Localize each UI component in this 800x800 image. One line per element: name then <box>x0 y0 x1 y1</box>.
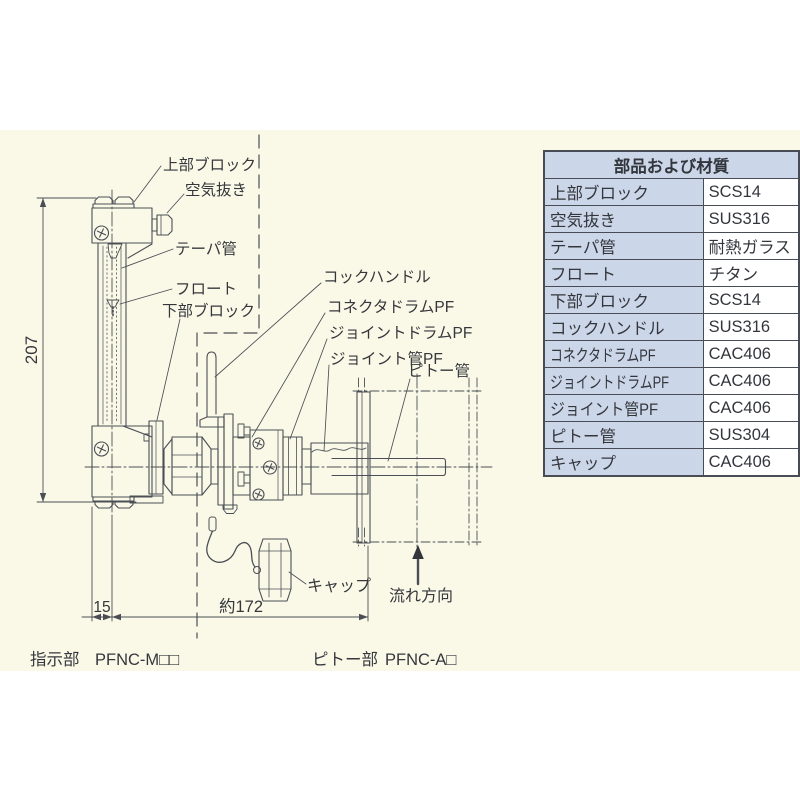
caption-indicator-model: PFNC-M□□ <box>95 651 179 669</box>
caption-pitot-label: ピトー部 <box>312 650 378 669</box>
connector-drum <box>249 429 284 501</box>
label-connector-drum: コネクタドラムPF <box>327 298 454 316</box>
dim-offset-text: 15 <box>93 599 110 616</box>
label-cap: キャップ <box>307 577 371 595</box>
diagram-labels: 上部ブロック 空気抜き テーパ管 フロート 下部ブロック コックハンドル コネク… <box>162 155 472 605</box>
label-air-vent: 空気抜き <box>185 181 247 199</box>
joint-drum <box>282 436 303 496</box>
coupling-nut <box>171 436 203 496</box>
part-material: CAC406 <box>702 367 800 395</box>
cone-adapter <box>163 438 173 495</box>
label-pitot-tube: ピトー管 <box>408 362 470 380</box>
joint-neck <box>301 448 312 485</box>
joint-pipe <box>310 442 369 495</box>
part-material: CAC406 <box>702 394 800 422</box>
upper-block <box>91 207 153 259</box>
cock-assembly <box>143 351 447 544</box>
dimension-texts: 207 15 約172 <box>22 336 263 616</box>
table-row: キャップ CAC406 <box>543 448 800 477</box>
label-taper-tube: テーパ管 <box>175 240 237 258</box>
flow-direction-arrow <box>412 545 424 586</box>
table-header-row: 部品および材質 <box>543 150 800 179</box>
indicator-body <box>91 196 173 509</box>
label-float: フロート <box>175 281 237 298</box>
table-row: フロート チタン <box>543 259 800 287</box>
part-name: フロート <box>543 259 704 287</box>
pipe-phantom <box>352 373 484 552</box>
part-name: キャップ <box>543 448 704 477</box>
label-upper-block: 上部ブロック <box>163 155 256 174</box>
part-name: 空気抜き <box>543 205 704 233</box>
section-boundary-line <box>196 134 260 639</box>
label-lower-block: 下部ブロック <box>162 301 255 320</box>
nut-taper <box>201 436 212 496</box>
part-material: CAC406 <box>702 448 800 477</box>
table-row: テーパ管 耐熱ガラス <box>543 232 800 260</box>
part-material: SUS316 <box>702 205 800 233</box>
chain <box>206 516 261 574</box>
pitot-tube <box>331 457 447 477</box>
lower-plate-bolt <box>222 504 238 514</box>
part-name: 下部ブロック <box>543 286 704 314</box>
table-row: コックハンドル SUS316 <box>543 313 800 341</box>
part-name: 上部ブロック <box>543 178 704 206</box>
part-name: ジョイントドラムPF <box>550 374 670 392</box>
part-material: 耐熱ガラス <box>702 232 800 260</box>
dimension-207 <box>36 197 137 503</box>
label-joint-drum: ジョイントドラムPF <box>329 325 472 342</box>
table-row: ピトー管 SUS304 <box>543 421 800 449</box>
part-material: CAC406 <box>702 340 800 368</box>
dim-height-text: 207 <box>22 336 41 364</box>
cock-handle <box>199 351 225 428</box>
part-name: テーパ管 <box>543 232 704 260</box>
mounting-flange <box>356 391 371 544</box>
label-flow-direction: 流れ方向 <box>389 587 453 605</box>
dim-length-text: 約172 <box>219 597 263 616</box>
table-row: 空気抜き SUS316 <box>543 205 800 233</box>
part-material: チタン <box>702 259 800 287</box>
label-joint-pipe: ジョイント管PF <box>330 350 443 368</box>
cap <box>258 538 292 602</box>
table-row: コネクタドラムPF CAC406 <box>543 340 800 368</box>
bracket-plate <box>143 420 164 495</box>
part-material: SUS316 <box>702 313 800 341</box>
caption-indicator-label: 指示部 <box>30 650 80 669</box>
label-cock-handle: コックハンドル <box>323 268 431 286</box>
air-vent <box>151 214 173 236</box>
bottom-captions: 指示部 PFNC-M□□ ピトー部 PFNC-A□ <box>30 650 456 669</box>
part-material: SCS14 <box>702 286 800 314</box>
table-row: 上部ブロック SCS14 <box>543 178 800 206</box>
table-title: 部品および材質 <box>543 150 800 179</box>
dimension-bottom <box>81 506 369 622</box>
part-name: コックハンドル <box>543 313 704 341</box>
part-name: ピトー管 <box>543 421 704 449</box>
caption-pitot-model: PFNC-A□ <box>385 651 456 669</box>
float <box>106 299 120 318</box>
taper-tube-column <box>97 242 127 427</box>
part-name: ジョイント管PF <box>550 401 659 419</box>
part-material: SCS14 <box>702 178 800 206</box>
parts-material-table: 部品および材質 上部ブロック SCS14 空気抜き SUS316 テーパ管 耐熱… <box>543 150 800 477</box>
stem-bolts <box>237 423 251 487</box>
part-material: SUS304 <box>702 421 800 449</box>
spacer <box>210 448 219 485</box>
leader-lines <box>119 165 411 585</box>
valve-plates <box>217 413 234 510</box>
table-row: ジョイント管PF CAC406 <box>543 394 800 422</box>
table-row: 下部ブロック SCS14 <box>543 286 800 314</box>
part-name: コネクタドラムPF <box>550 347 656 365</box>
table-row: ジョイントドラムPF CAC406 <box>543 367 800 395</box>
bottom-bolts <box>92 495 164 509</box>
lower-block <box>91 425 153 498</box>
top-bolts <box>92 196 135 209</box>
